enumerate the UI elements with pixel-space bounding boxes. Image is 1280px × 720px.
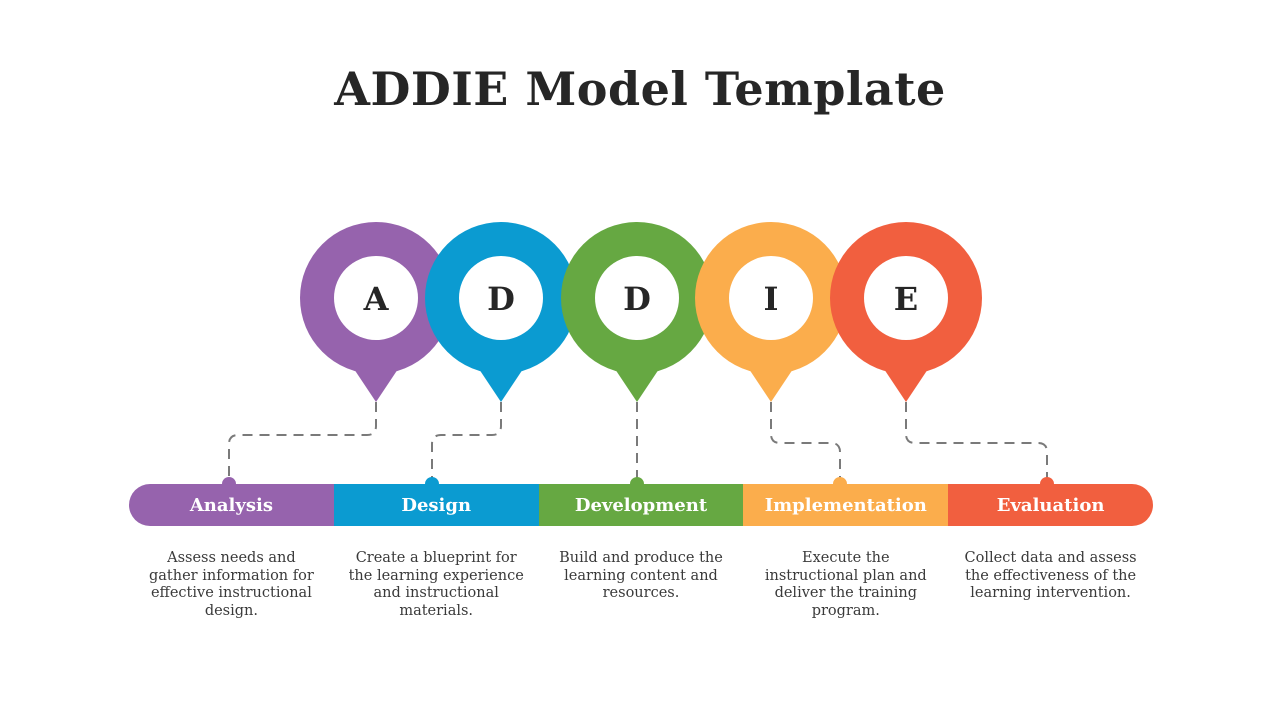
pin-letter: D <box>487 280 515 318</box>
pin-letter: I <box>764 280 779 318</box>
description-analysis: Assess needs and gather information for … <box>149 550 314 619</box>
stage-bar: Analysis Design Development Implementati… <box>129 484 1153 526</box>
description-implementation: Execute the instructional plan and deliv… <box>764 550 927 619</box>
pin-inner-circle <box>459 256 543 340</box>
description-design: Create a blueprint for the learning expe… <box>348 550 524 619</box>
connectors <box>228 402 1048 484</box>
pin-tip <box>884 369 928 402</box>
pin-tip <box>354 369 398 402</box>
connector-implementation <box>770 402 841 484</box>
pin-letter: E <box>894 280 918 318</box>
pin-inner-circle <box>864 256 948 340</box>
pin-design: D <box>425 222 577 402</box>
connector-design <box>431 402 502 484</box>
stage-label-implementation: Implementation <box>743 484 949 526</box>
pin-tip <box>749 369 793 402</box>
connector-analysis <box>228 402 377 484</box>
pin-evaluation: E <box>830 222 982 402</box>
pin-analysis: A <box>300 222 452 402</box>
pin-inner-circle <box>595 256 679 340</box>
description-development: Build and produce the learning content a… <box>559 550 723 601</box>
pin-letter: D <box>623 280 651 318</box>
stage-label-evaluation: Evaluation <box>948 484 1153 526</box>
pin-tip <box>479 369 523 402</box>
connector-evaluation <box>905 402 1048 484</box>
pin-development: D <box>561 222 713 402</box>
pin-inner-circle <box>729 256 813 340</box>
description-evaluation: Collect data and assess the effectivenes… <box>964 550 1137 601</box>
pin-letter: A <box>363 280 390 318</box>
stage-label-design: Design <box>333 484 539 526</box>
stage-label-development: Development <box>538 484 744 526</box>
pin-implementation: I <box>695 222 847 402</box>
page-title: ADDIE Model Template <box>334 62 946 116</box>
pin-tip <box>615 369 659 402</box>
stage-label-analysis: Analysis <box>129 484 334 526</box>
pin-inner-circle <box>334 256 418 340</box>
stage-descriptions: Assess needs and gather information for … <box>129 550 1153 620</box>
